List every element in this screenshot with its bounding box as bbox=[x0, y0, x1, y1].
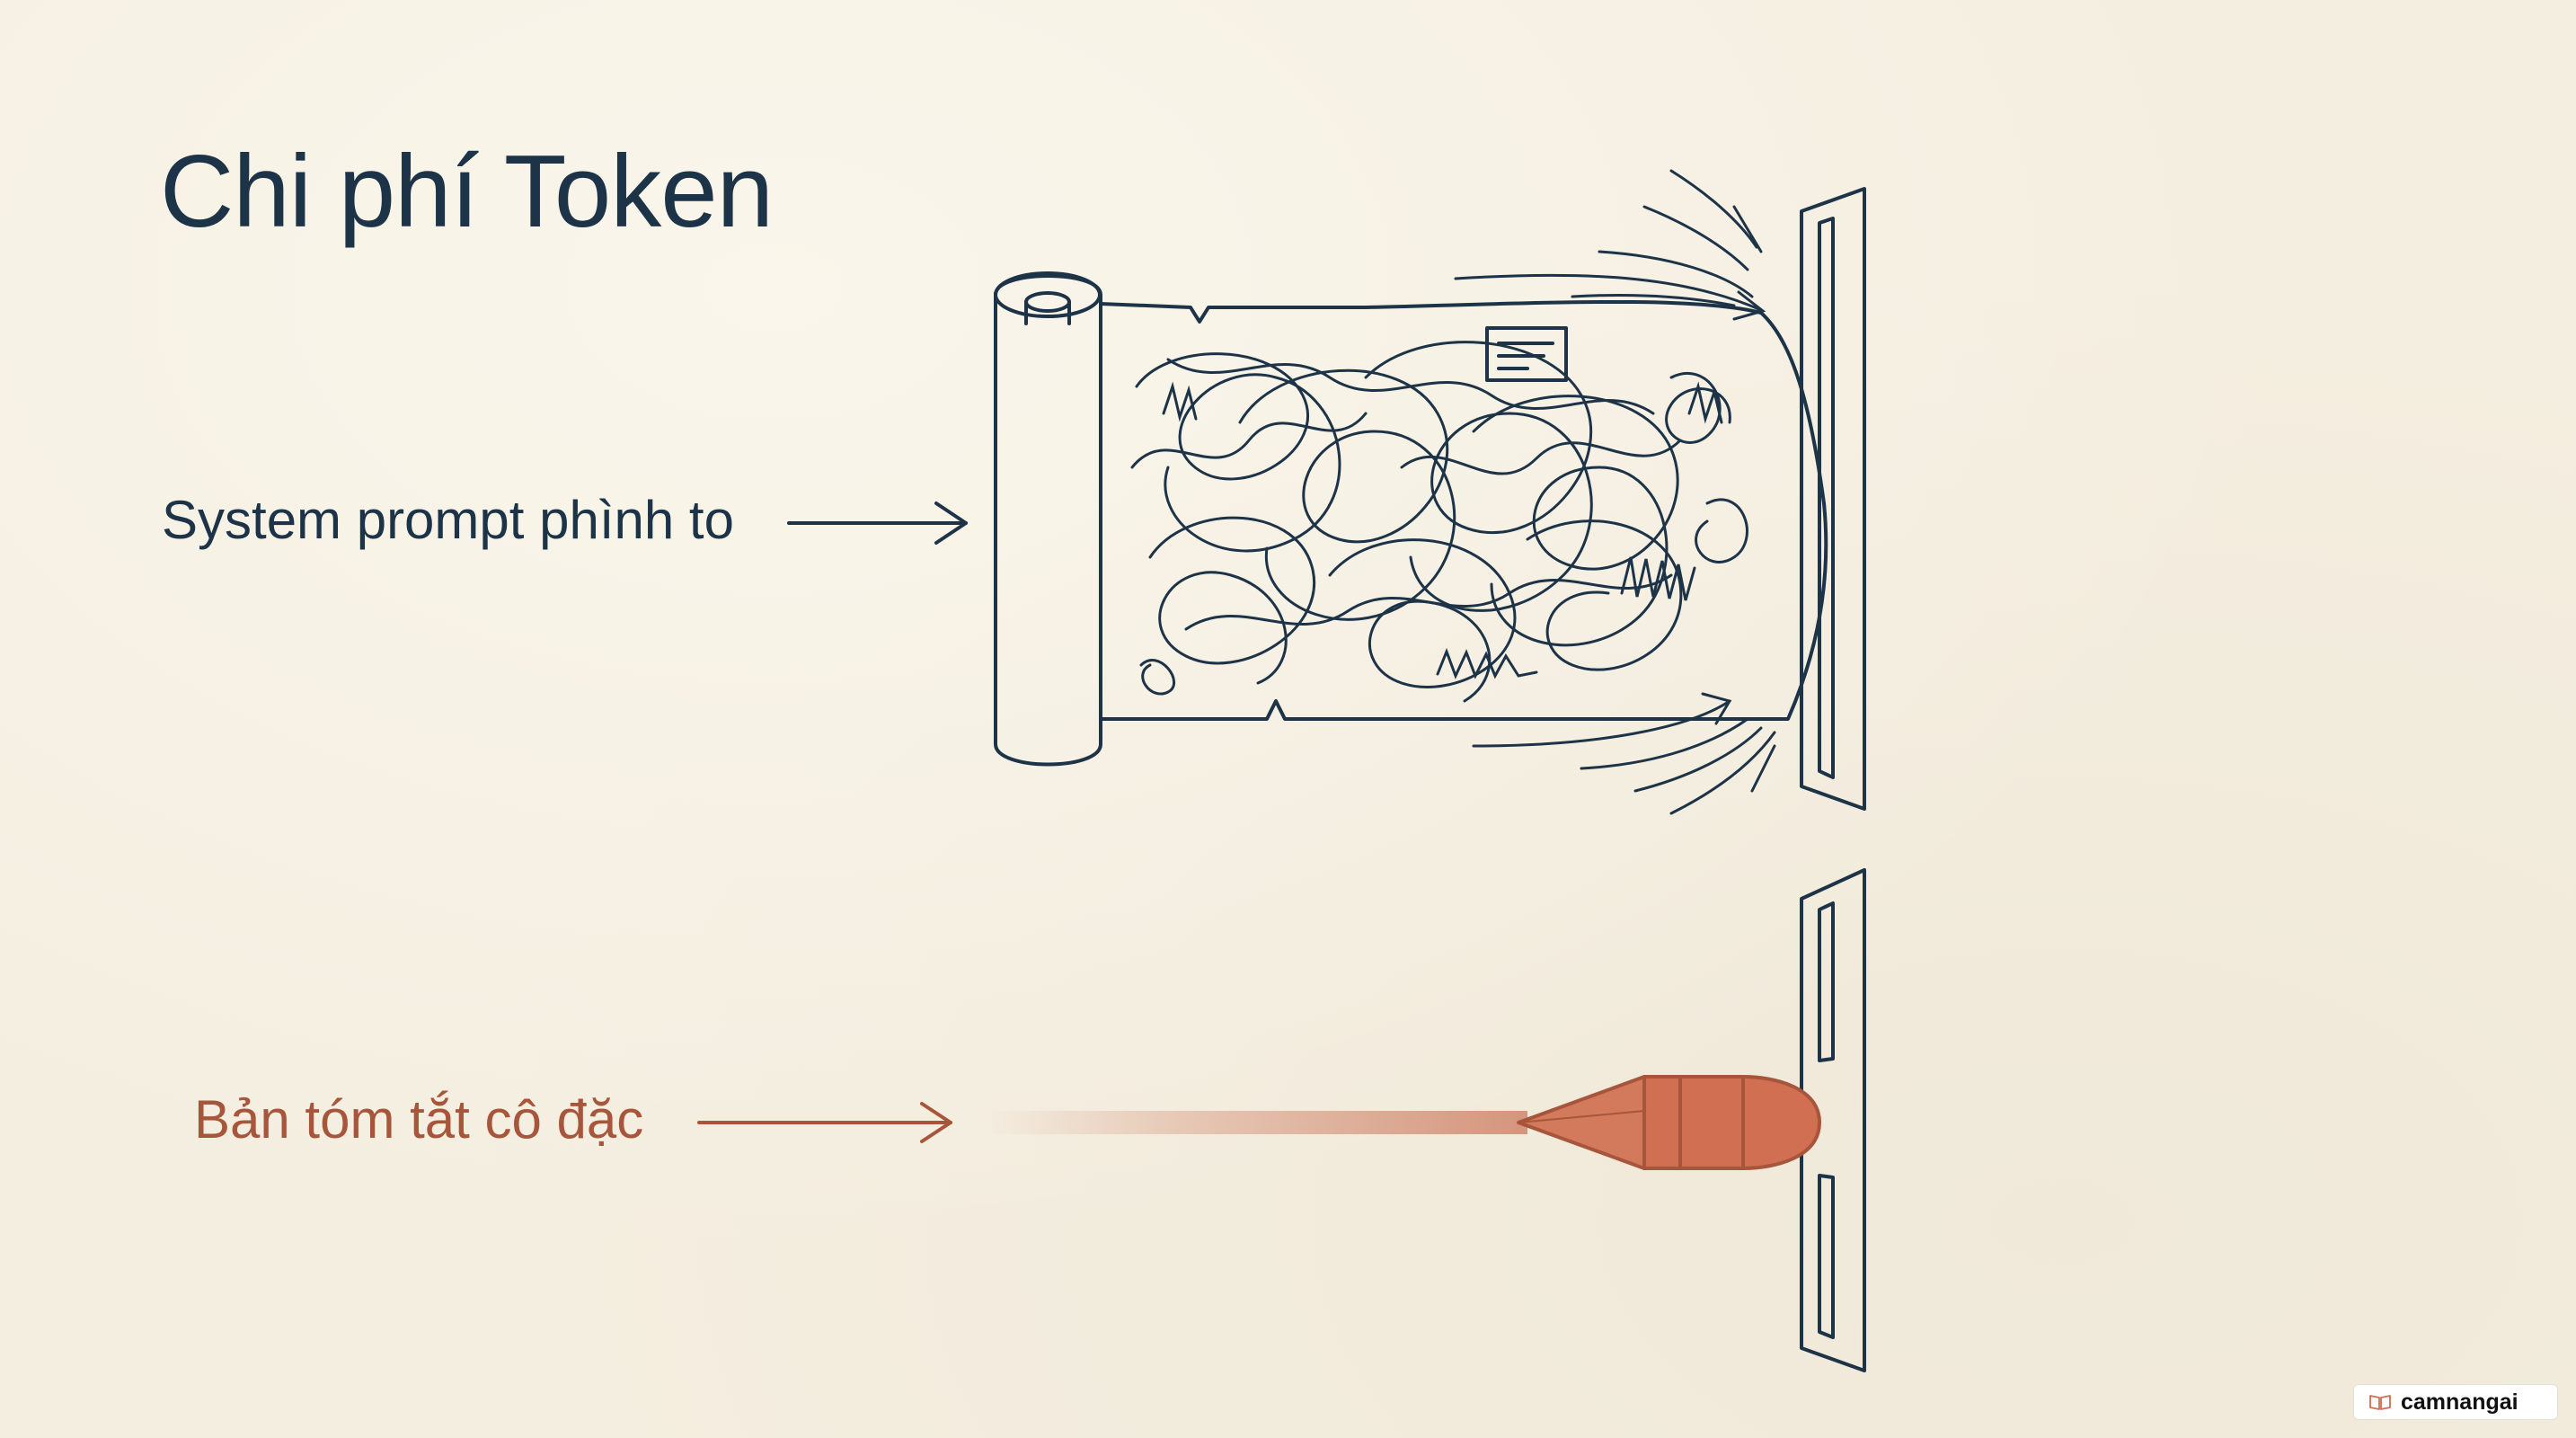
arrow-to-scroll bbox=[787, 502, 968, 545]
barrier-wall-bottom bbox=[1800, 868, 1866, 1372]
condensed-summary-label: Bản tóm tắt cô đặc bbox=[194, 1089, 644, 1150]
motion-lines-top bbox=[1454, 169, 1766, 321]
book-icon bbox=[2369, 1395, 2391, 1410]
slide-title: Chi phí Token bbox=[160, 135, 774, 249]
watermark-badge[interactable]: camnangai bbox=[2353, 1384, 2558, 1420]
barrier-wall-top bbox=[1800, 187, 1866, 811]
bloated-scroll-icon bbox=[994, 271, 1828, 767]
bullet-trail bbox=[988, 1111, 1527, 1134]
bloated-prompt-label: System prompt phình to bbox=[162, 490, 734, 550]
motion-lines-bottom bbox=[1472, 692, 1776, 815]
watermark-text: camnangai bbox=[2401, 1389, 2518, 1415]
tangled-scribble bbox=[1130, 341, 1748, 703]
arrow-to-bullet bbox=[697, 1102, 952, 1143]
bullet-icon bbox=[1517, 1075, 1821, 1170]
